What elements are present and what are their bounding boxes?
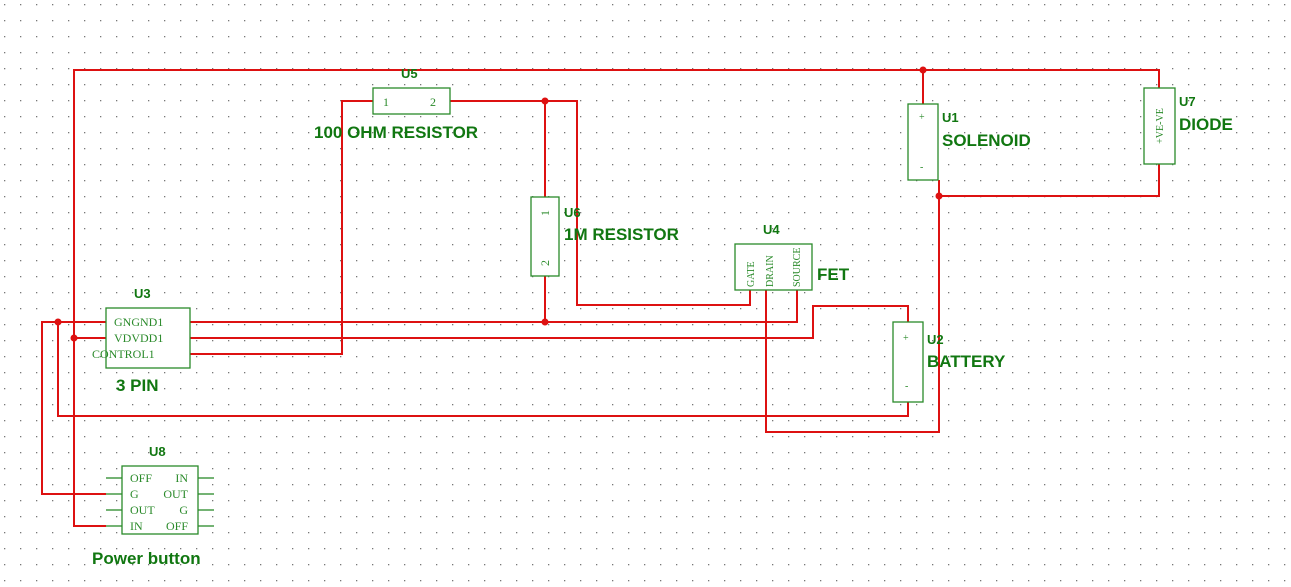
pin-label: IN (175, 471, 188, 485)
component-u7-diode[interactable]: +VE-VE U7 DIODE (1143, 87, 1233, 165)
component-value: 3 PIN (116, 376, 159, 395)
component-value: FET (817, 265, 850, 284)
junction (919, 66, 927, 74)
component-ref: U2 (927, 332, 944, 347)
pin-label: G (179, 503, 188, 517)
pin-label: 2 (538, 260, 552, 266)
fet-body (734, 243, 813, 291)
component-value: Power button (92, 549, 201, 568)
component-value: BATTERY (927, 352, 1006, 371)
pin-label: - (905, 381, 908, 392)
junction (935, 192, 943, 200)
pin-label: 1 (383, 95, 389, 109)
solenoid-body (907, 103, 939, 181)
junction (541, 97, 549, 105)
pin-label: SOURCE (792, 248, 803, 287)
component-ref: U8 (149, 444, 166, 459)
component-ref: U1 (942, 110, 959, 125)
pin-label: + (919, 112, 925, 123)
wire-diode-solenoid (938, 164, 1160, 197)
component-u4-fet[interactable]: GATE DRAIN SOURCE U4 FET (734, 222, 850, 291)
component-u1-solenoid[interactable]: + - U1 SOLENOID (907, 103, 1031, 181)
component-u5-resistor[interactable]: 1 2 U5 100 OHM RESISTOR (314, 66, 478, 142)
pin-label: OFF (130, 471, 152, 485)
wire-ground (190, 290, 798, 323)
wire-resistor-gate (450, 100, 751, 306)
wire-battery-neg (57, 321, 909, 417)
pin-label: OFF (166, 519, 188, 533)
junction (54, 318, 62, 326)
component-u3-3pin[interactable]: GNGND1 VDVDD1 CONTROL1 U3 3 PIN (92, 286, 191, 395)
resistor-body (530, 196, 560, 277)
wires (41, 66, 1160, 527)
component-u8-power-button[interactable]: OFF IN G OUT OUT G IN OFF U8 Power butto… (92, 444, 214, 568)
battery-body (892, 321, 924, 403)
component-value: 1M RESISTOR (564, 225, 679, 244)
pin-label: GATE (746, 261, 757, 287)
component-ref: U5 (401, 66, 418, 81)
component-ref: U7 (1179, 94, 1196, 109)
pin-label: OUT (163, 487, 188, 501)
component-ref: U6 (564, 205, 581, 220)
component-ref: U4 (763, 222, 780, 237)
diode-body (1143, 87, 1176, 165)
pin-label: 1 (538, 210, 552, 216)
pin-label: VDVDD1 (114, 331, 163, 345)
wire-button-in (73, 338, 106, 527)
component-ref: U3 (134, 286, 151, 301)
component-u2-battery[interactable]: + - U2 BATTERY (892, 321, 1006, 403)
junction (541, 318, 549, 326)
pin-label: OUT (130, 503, 155, 517)
pin-label: G (130, 487, 139, 501)
pin-label: CONTROL1 (92, 347, 155, 361)
pin-label: -VE (1155, 108, 1166, 125)
pin-label: DRAIN (765, 255, 776, 287)
pin-label: IN (130, 519, 143, 533)
wire-vdd (190, 305, 909, 339)
button-body (121, 465, 199, 535)
component-value: SOLENOID (942, 131, 1031, 150)
pin-label: + (903, 333, 909, 344)
resistor-body (372, 87, 451, 115)
wire-control (190, 100, 373, 355)
component-value: DIODE (1179, 115, 1233, 134)
pin-label: 2 (430, 95, 436, 109)
pin-label: - (920, 162, 923, 173)
pin-label: +VE-VE (1155, 108, 1166, 144)
pin-label: GNGND1 (114, 315, 163, 329)
wire-solenoid-fet (765, 196, 940, 433)
component-value: 100 OHM RESISTOR (314, 123, 478, 142)
pin-label: +VE (1155, 125, 1166, 144)
wire-top-loop (73, 69, 1160, 338)
component-u6-resistor[interactable]: 1 2 U6 1M RESISTOR (530, 196, 679, 277)
connector-body (105, 307, 191, 369)
junction (70, 334, 78, 342)
